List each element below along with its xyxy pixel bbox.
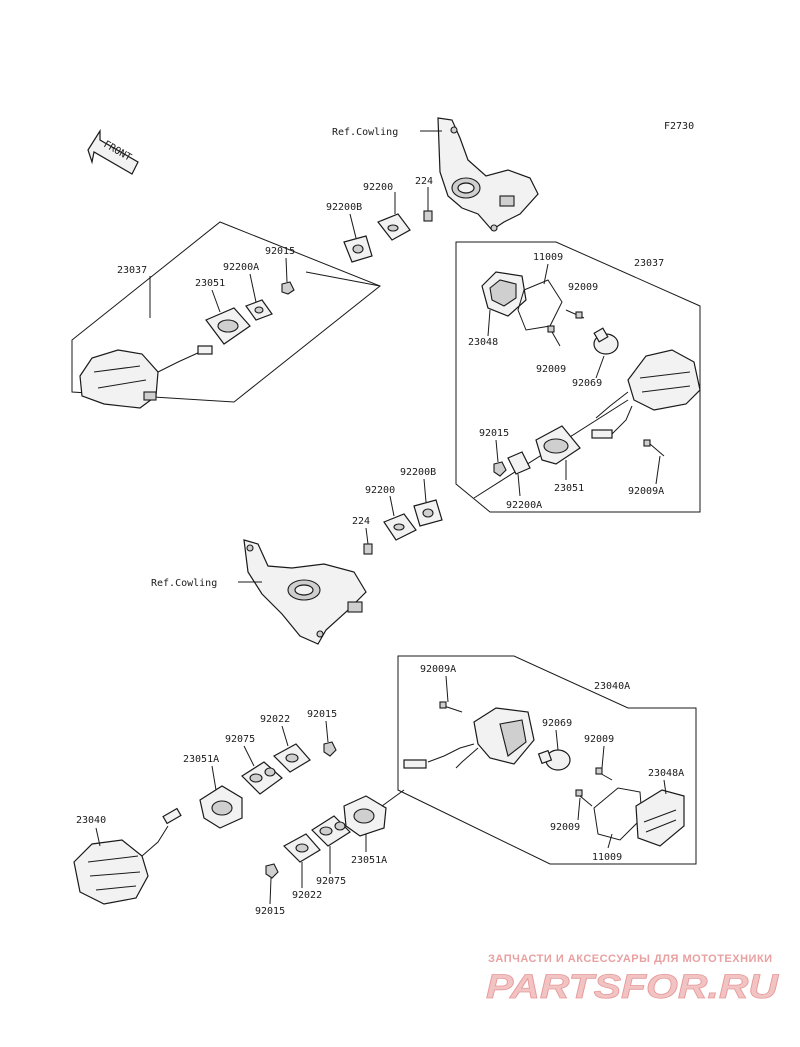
part-92200A-left (245, 299, 273, 321)
figure-code: F2730 (664, 121, 694, 132)
part-224-top (423, 187, 433, 222)
label-23051-mid: 23051 (554, 483, 584, 494)
part-11009-low (593, 787, 643, 841)
ref-cowling-mid: Ref.Cowling (151, 578, 217, 589)
part-92015-b (265, 863, 279, 879)
label-23048: 23048 (468, 337, 498, 348)
part-23048 (481, 271, 527, 317)
turn-signal-lens-right-upper (591, 349, 701, 439)
label-92022-a: 92022 (260, 714, 290, 725)
part-23051-mid (535, 425, 581, 465)
bulb-92069-low (537, 749, 571, 771)
bulb-92069-right (593, 327, 619, 355)
label-23037-right: 23037 (634, 258, 664, 269)
part-92022-a (273, 743, 311, 773)
label-92069-right: 92069 (572, 378, 602, 389)
part-92075-a (241, 761, 283, 795)
part-23051-left (205, 307, 251, 345)
box-23037-left (71, 221, 381, 403)
turn-signal-lens-left-upper (79, 345, 213, 409)
label-23037-left: 23037 (117, 265, 147, 276)
part-92022-b (283, 833, 321, 863)
label-92009A-right: 92009A (628, 486, 664, 497)
part-92015-left (281, 281, 295, 295)
label-92200A-mid: 92200A (506, 500, 542, 511)
label-92200-mid: 92200 (365, 485, 395, 496)
label-92069-low: 92069 (542, 718, 572, 729)
label-92200-top: 92200 (363, 182, 393, 193)
label-23048A: 23048A (648, 768, 684, 779)
label-23051A-b: 23051A (351, 855, 387, 866)
label-224-top: 224 (415, 176, 433, 187)
label-11009-right: 11009 (533, 252, 563, 263)
label-92022-b: 92022 (292, 890, 322, 901)
label-92200A-left: 92200A (223, 262, 259, 273)
label-92075-b: 92075 (316, 876, 346, 887)
part-92009-r2 (547, 325, 561, 347)
cowling-bracket-top (437, 117, 539, 232)
cowling-bracket-mid (243, 539, 367, 645)
label-92009-r2: 92009 (536, 364, 566, 375)
turn-signal-lens-23040 (73, 807, 182, 905)
label-23040A: 23040A (594, 681, 630, 692)
label-92200B-top: 92200B (326, 202, 362, 213)
part-92075-b (311, 815, 351, 847)
label-23051A-a: 23051A (183, 754, 219, 765)
part-92009-r1 (565, 309, 585, 319)
front-arrow-icon: FRONT (87, 128, 139, 175)
part-92015-a (323, 741, 337, 757)
part-92200A-mid (507, 451, 531, 475)
part-92009A-low (439, 701, 463, 713)
part-92200-top (377, 192, 411, 241)
label-92015-mid: 92015 (479, 428, 509, 439)
label-92015-a: 92015 (307, 709, 337, 720)
label-92015-b: 92015 (255, 906, 285, 917)
part-92200B-mid (413, 499, 443, 527)
box-23040A (397, 655, 697, 865)
label-92009-low1: 92009 (584, 734, 614, 745)
label-92009A-low: 92009A (420, 664, 456, 675)
label-92015-left: 92015 (265, 246, 295, 257)
part-92015-mid (493, 461, 507, 477)
part-23051A-a (199, 785, 243, 829)
ref-cowling-top: Ref.Cowling (332, 127, 398, 138)
label-92075-a: 92075 (225, 734, 255, 745)
part-224-mid (363, 543, 373, 555)
part-92009-low2 (575, 789, 593, 807)
label-92009-low2: 92009 (550, 822, 580, 833)
box-23037-right (455, 241, 701, 513)
part-23048A (635, 789, 685, 847)
turn-signal-body-23040A (403, 707, 535, 769)
label-11009-low: 11009 (592, 852, 622, 863)
label-224-mid: 224 (352, 516, 370, 527)
part-11009-right (517, 279, 563, 331)
label-92200B-mid: 92200B (400, 467, 436, 478)
part-92200-mid (383, 513, 417, 541)
watermark-tagline: ЗАПЧАСТИ И АКСЕССУАРЫ ДЛЯ МОТОТЕХНИКИ (488, 953, 773, 965)
part-23051A-b (343, 795, 387, 837)
part-92009A-right (643, 439, 665, 457)
watermark-logo-text: PARTSFOR.RU (486, 968, 780, 1006)
label-23051-left: 23051 (195, 278, 225, 289)
label-92009-r1: 92009 (568, 282, 598, 293)
part-92009-low1 (595, 767, 613, 781)
part-92200B-top (343, 213, 373, 263)
label-23040: 23040 (76, 815, 106, 826)
watermark-logo: ЗАПЧАСТИ И АКСЕССУАРЫ ДЛЯ МОТОТЕХНИКИ PA… (486, 953, 781, 1006)
